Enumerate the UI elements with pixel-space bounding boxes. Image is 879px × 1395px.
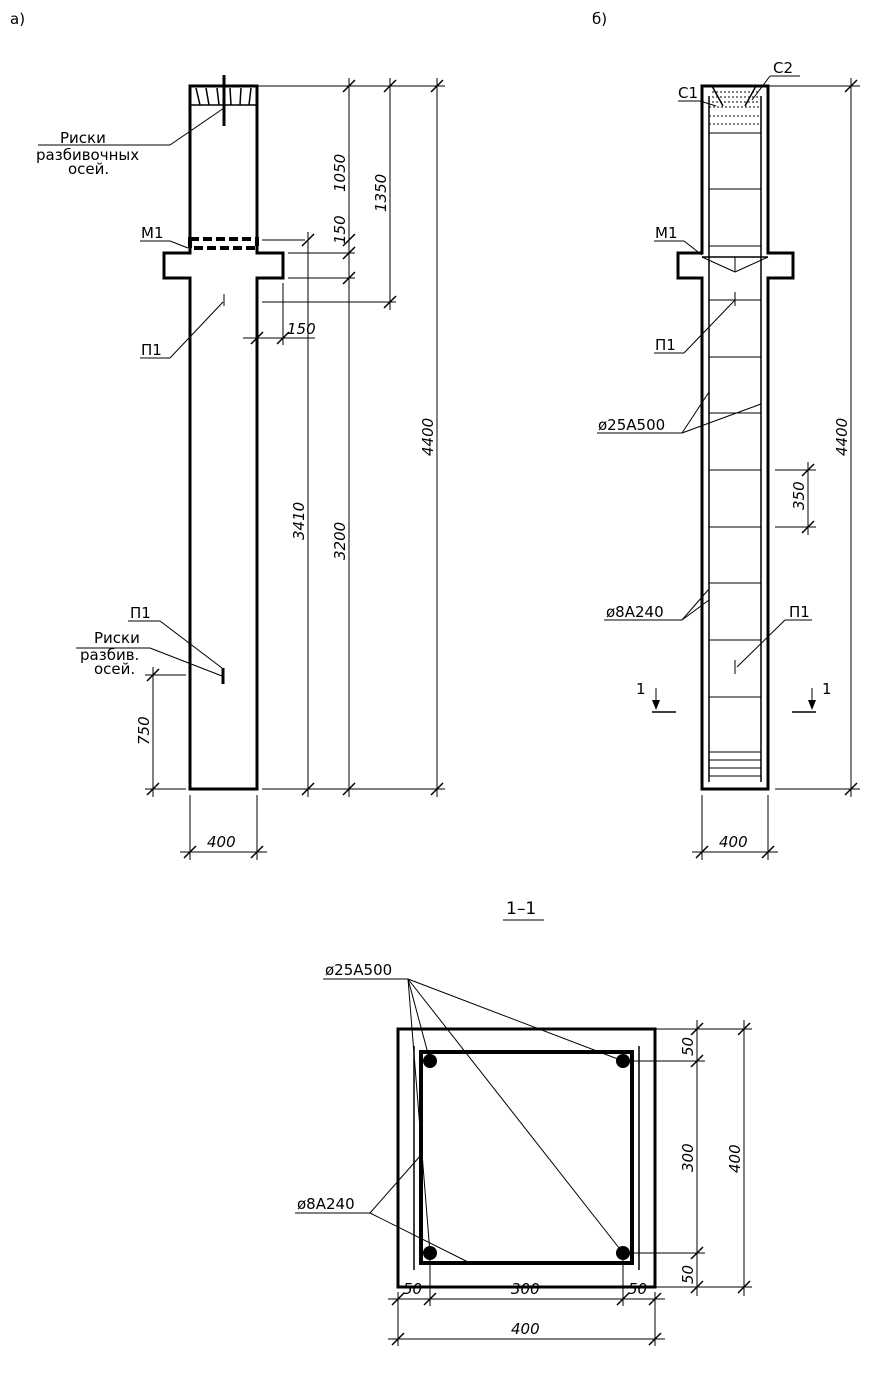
section-dim-50-right: 50 xyxy=(628,1280,647,1298)
dim-400-b: 400 xyxy=(719,833,748,851)
dims-b xyxy=(692,78,860,860)
dim-3200-a: 3200 xyxy=(331,522,349,560)
dim-1350-a: 1350 xyxy=(372,174,390,212)
p1-top-label-b: П1 xyxy=(655,336,676,354)
column-outline-b xyxy=(676,84,795,791)
section-dim-300-horizontal: 300 xyxy=(511,1280,540,1298)
c2-label-b: С2 xyxy=(773,59,793,77)
risks-label-a-2: разбивочных xyxy=(36,146,139,164)
dims-a xyxy=(145,78,445,860)
view-b: б) xyxy=(592,10,860,860)
section-rebar-stirrup-label: ø8А240 xyxy=(297,1195,355,1213)
section-dim-300-vertical: 300 xyxy=(679,1143,697,1172)
m1-label-b: М1 xyxy=(655,224,678,242)
section-dim-50-top: 50 xyxy=(679,1037,697,1056)
section-title: 1–1 xyxy=(506,899,536,919)
section-dim-50-left: 50 xyxy=(403,1280,422,1298)
section-dim-400-vertical: 400 xyxy=(726,1144,744,1173)
section-dims-bottom xyxy=(388,1260,665,1346)
dim-150-horizontal-a: 150 xyxy=(287,320,316,338)
risks-bottom-label-a-1: Риски xyxy=(94,629,140,647)
dim-1050-a: 1050 xyxy=(331,154,349,192)
risks-bottom-label-a-3: осей. xyxy=(94,660,135,678)
dim-750-a: 750 xyxy=(135,716,153,745)
view-b-label: б) xyxy=(592,10,607,28)
rebar-main-label-b: ø25А500 xyxy=(598,416,665,434)
view-a: а) Риски разбивочных осей. М1 П1 xyxy=(10,10,445,860)
dim-150-vertical-a: 150 xyxy=(331,215,349,244)
section-dim-400-horizontal: 400 xyxy=(511,1320,540,1338)
section-stirrup xyxy=(419,1050,634,1265)
section-rebar-main-label: ø25А500 xyxy=(325,961,392,979)
section-1-1: 1–1 ø25А500 ø8А240 xyxy=(295,899,752,1346)
top-mesh-b xyxy=(709,85,761,134)
section-dims-right xyxy=(630,1020,752,1296)
risks-bottom-label-a-2: разбив. xyxy=(80,646,139,664)
embedded-plate-m1-b xyxy=(701,256,769,273)
section-dim-50-bottom: 50 xyxy=(679,1265,697,1284)
top-hatch-a xyxy=(190,75,257,126)
rebar-stirrup-label-b: ø8А240 xyxy=(606,603,664,621)
m1-label-a: М1 xyxy=(141,224,164,242)
column-outline-a xyxy=(162,84,285,791)
risks-label-a-3: осей. xyxy=(68,160,109,178)
dim-400-a: 400 xyxy=(207,833,236,851)
view-a-label: а) xyxy=(10,10,25,28)
risks-label-a-1: Риски xyxy=(60,129,106,147)
embedded-plate-m1-a xyxy=(188,237,259,250)
dim-3410-a: 3410 xyxy=(290,502,308,540)
dim-350-b: 350 xyxy=(790,481,808,510)
dim-4400-b: 4400 xyxy=(833,418,851,456)
p1-bottom-label-b: П1 xyxy=(789,603,810,621)
svg-text:1: 1 xyxy=(636,680,646,698)
svg-text:1: 1 xyxy=(822,680,832,698)
p1-bottom-label-a: П1 xyxy=(130,604,151,622)
section-outline xyxy=(396,1027,657,1289)
section-mark-right: 1 xyxy=(792,680,832,713)
dim-4400-a: 4400 xyxy=(419,418,437,456)
stirrups-b xyxy=(709,188,761,777)
p1-top-label-a: П1 xyxy=(141,341,162,359)
c1-label-b: С1 xyxy=(678,84,698,102)
section-mark-left: 1 xyxy=(636,680,676,713)
